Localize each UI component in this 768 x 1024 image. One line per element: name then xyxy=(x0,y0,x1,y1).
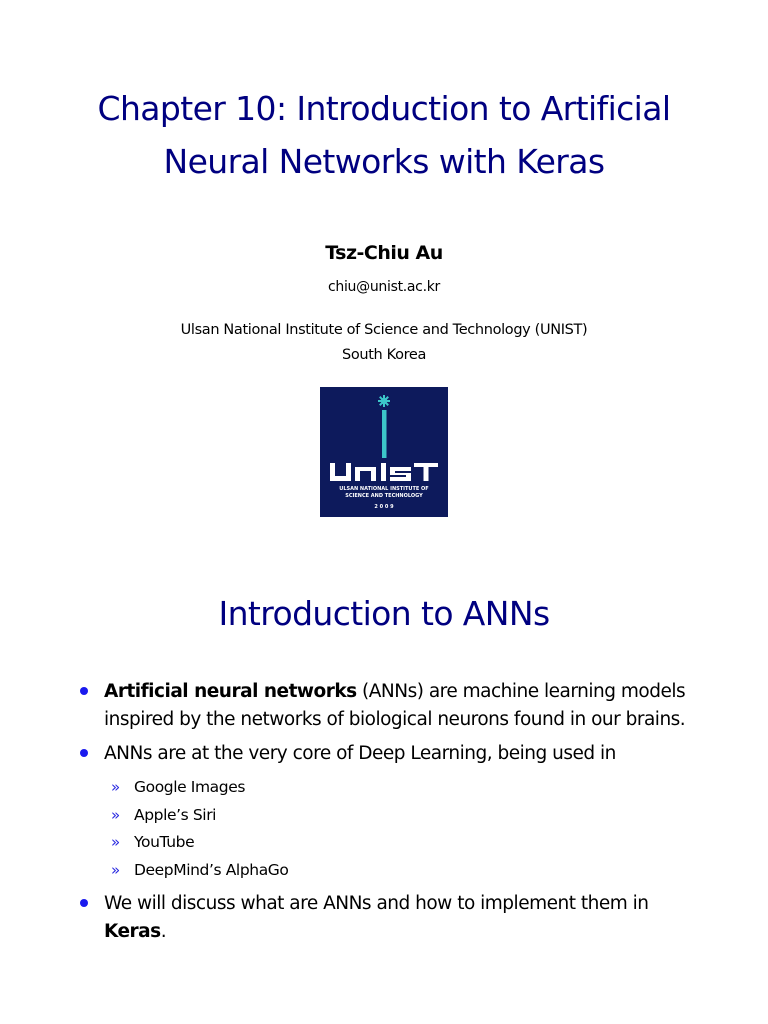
author-name: Tsz-Chiu Au xyxy=(325,242,443,264)
sub-item: » YouTube xyxy=(0,829,768,857)
bullet-bold-term: Artificial neural networks xyxy=(104,681,357,702)
svg-text:SCIENCE AND TECHNOLOGY: SCIENCE AND TECHNOLOGY xyxy=(345,493,423,499)
bullet-item: Artificial neural networks (ANNs) are ma… xyxy=(0,678,768,734)
author-email: chiu@unist.ac.kr xyxy=(328,279,440,295)
bullet-bold-term: Keras xyxy=(104,921,161,942)
double-chevron-icon: » xyxy=(111,833,120,851)
bullet-text: (ANNs) are machine learning models inspi… xyxy=(104,681,686,730)
sub-list-container: » Google Images » Apple’s Siri » YouTube… xyxy=(0,774,768,884)
bullet-dot-icon xyxy=(80,749,88,757)
sub-list: » Google Images » Apple’s Siri » YouTube… xyxy=(0,774,768,884)
double-chevron-icon: » xyxy=(111,805,120,824)
chapter-title-line1: Chapter 10: Introduction to Artificial xyxy=(97,89,672,128)
chapter-title-line2: Neural Networks with Keras xyxy=(163,142,605,181)
bullet-item: We will discuss what are ANNs and how to… xyxy=(0,890,768,946)
unist-logo-icon: ULSAN NATIONAL INSTITUTE OF SCIENCE AND … xyxy=(320,387,448,517)
sub-item-text: DeepMind’s AlphaGo xyxy=(134,860,289,879)
svg-text:ULSAN NATIONAL INSTITUTE OF: ULSAN NATIONAL INSTITUTE OF xyxy=(339,486,428,492)
section-title: Introduction to ANNs xyxy=(218,594,550,633)
sub-item: » Google Images xyxy=(0,774,768,802)
affiliation-country: South Korea xyxy=(341,347,426,363)
bullet-dot-icon xyxy=(80,687,88,695)
sub-item-text: Google Images xyxy=(134,778,246,796)
title-slide: Chapter 10: Introduction to Artificial N… xyxy=(0,82,768,517)
sub-item-text: YouTube xyxy=(134,833,195,851)
chapter-title: Chapter 10: Introduction to Artificial N… xyxy=(0,82,768,188)
intro-slide: Introduction to ANNs Artificial neural n… xyxy=(0,540,768,1024)
double-chevron-icon: » xyxy=(111,778,120,796)
svg-text:2 0 0 9: 2 0 0 9 xyxy=(374,504,394,510)
unist-logo: ULSAN NATIONAL INSTITUTE OF SCIENCE AND … xyxy=(320,387,448,517)
bullet-text: We will discuss what are ANNs and how to… xyxy=(104,893,649,914)
double-chevron-icon: » xyxy=(111,860,120,879)
star-icon xyxy=(378,395,390,407)
affiliation: Ulsan National Institute of Science and … xyxy=(0,318,768,368)
sub-item: » Apple’s Siri xyxy=(0,802,768,830)
sub-item-text: Apple’s Siri xyxy=(134,805,217,824)
bullet-tail: . xyxy=(160,921,167,942)
bullet-list: Artificial neural networks (ANNs) are ma… xyxy=(0,678,768,952)
bullet-text: ANNs are at the very core of Deep Learni… xyxy=(104,743,616,764)
bullet-item: ANNs are at the very core of Deep Learni… xyxy=(0,740,768,768)
sub-item: » DeepMind’s AlphaGo xyxy=(0,857,768,885)
affiliation-institute: Ulsan National Institute of Science and … xyxy=(180,322,588,338)
bullet-dot-icon xyxy=(80,899,88,907)
